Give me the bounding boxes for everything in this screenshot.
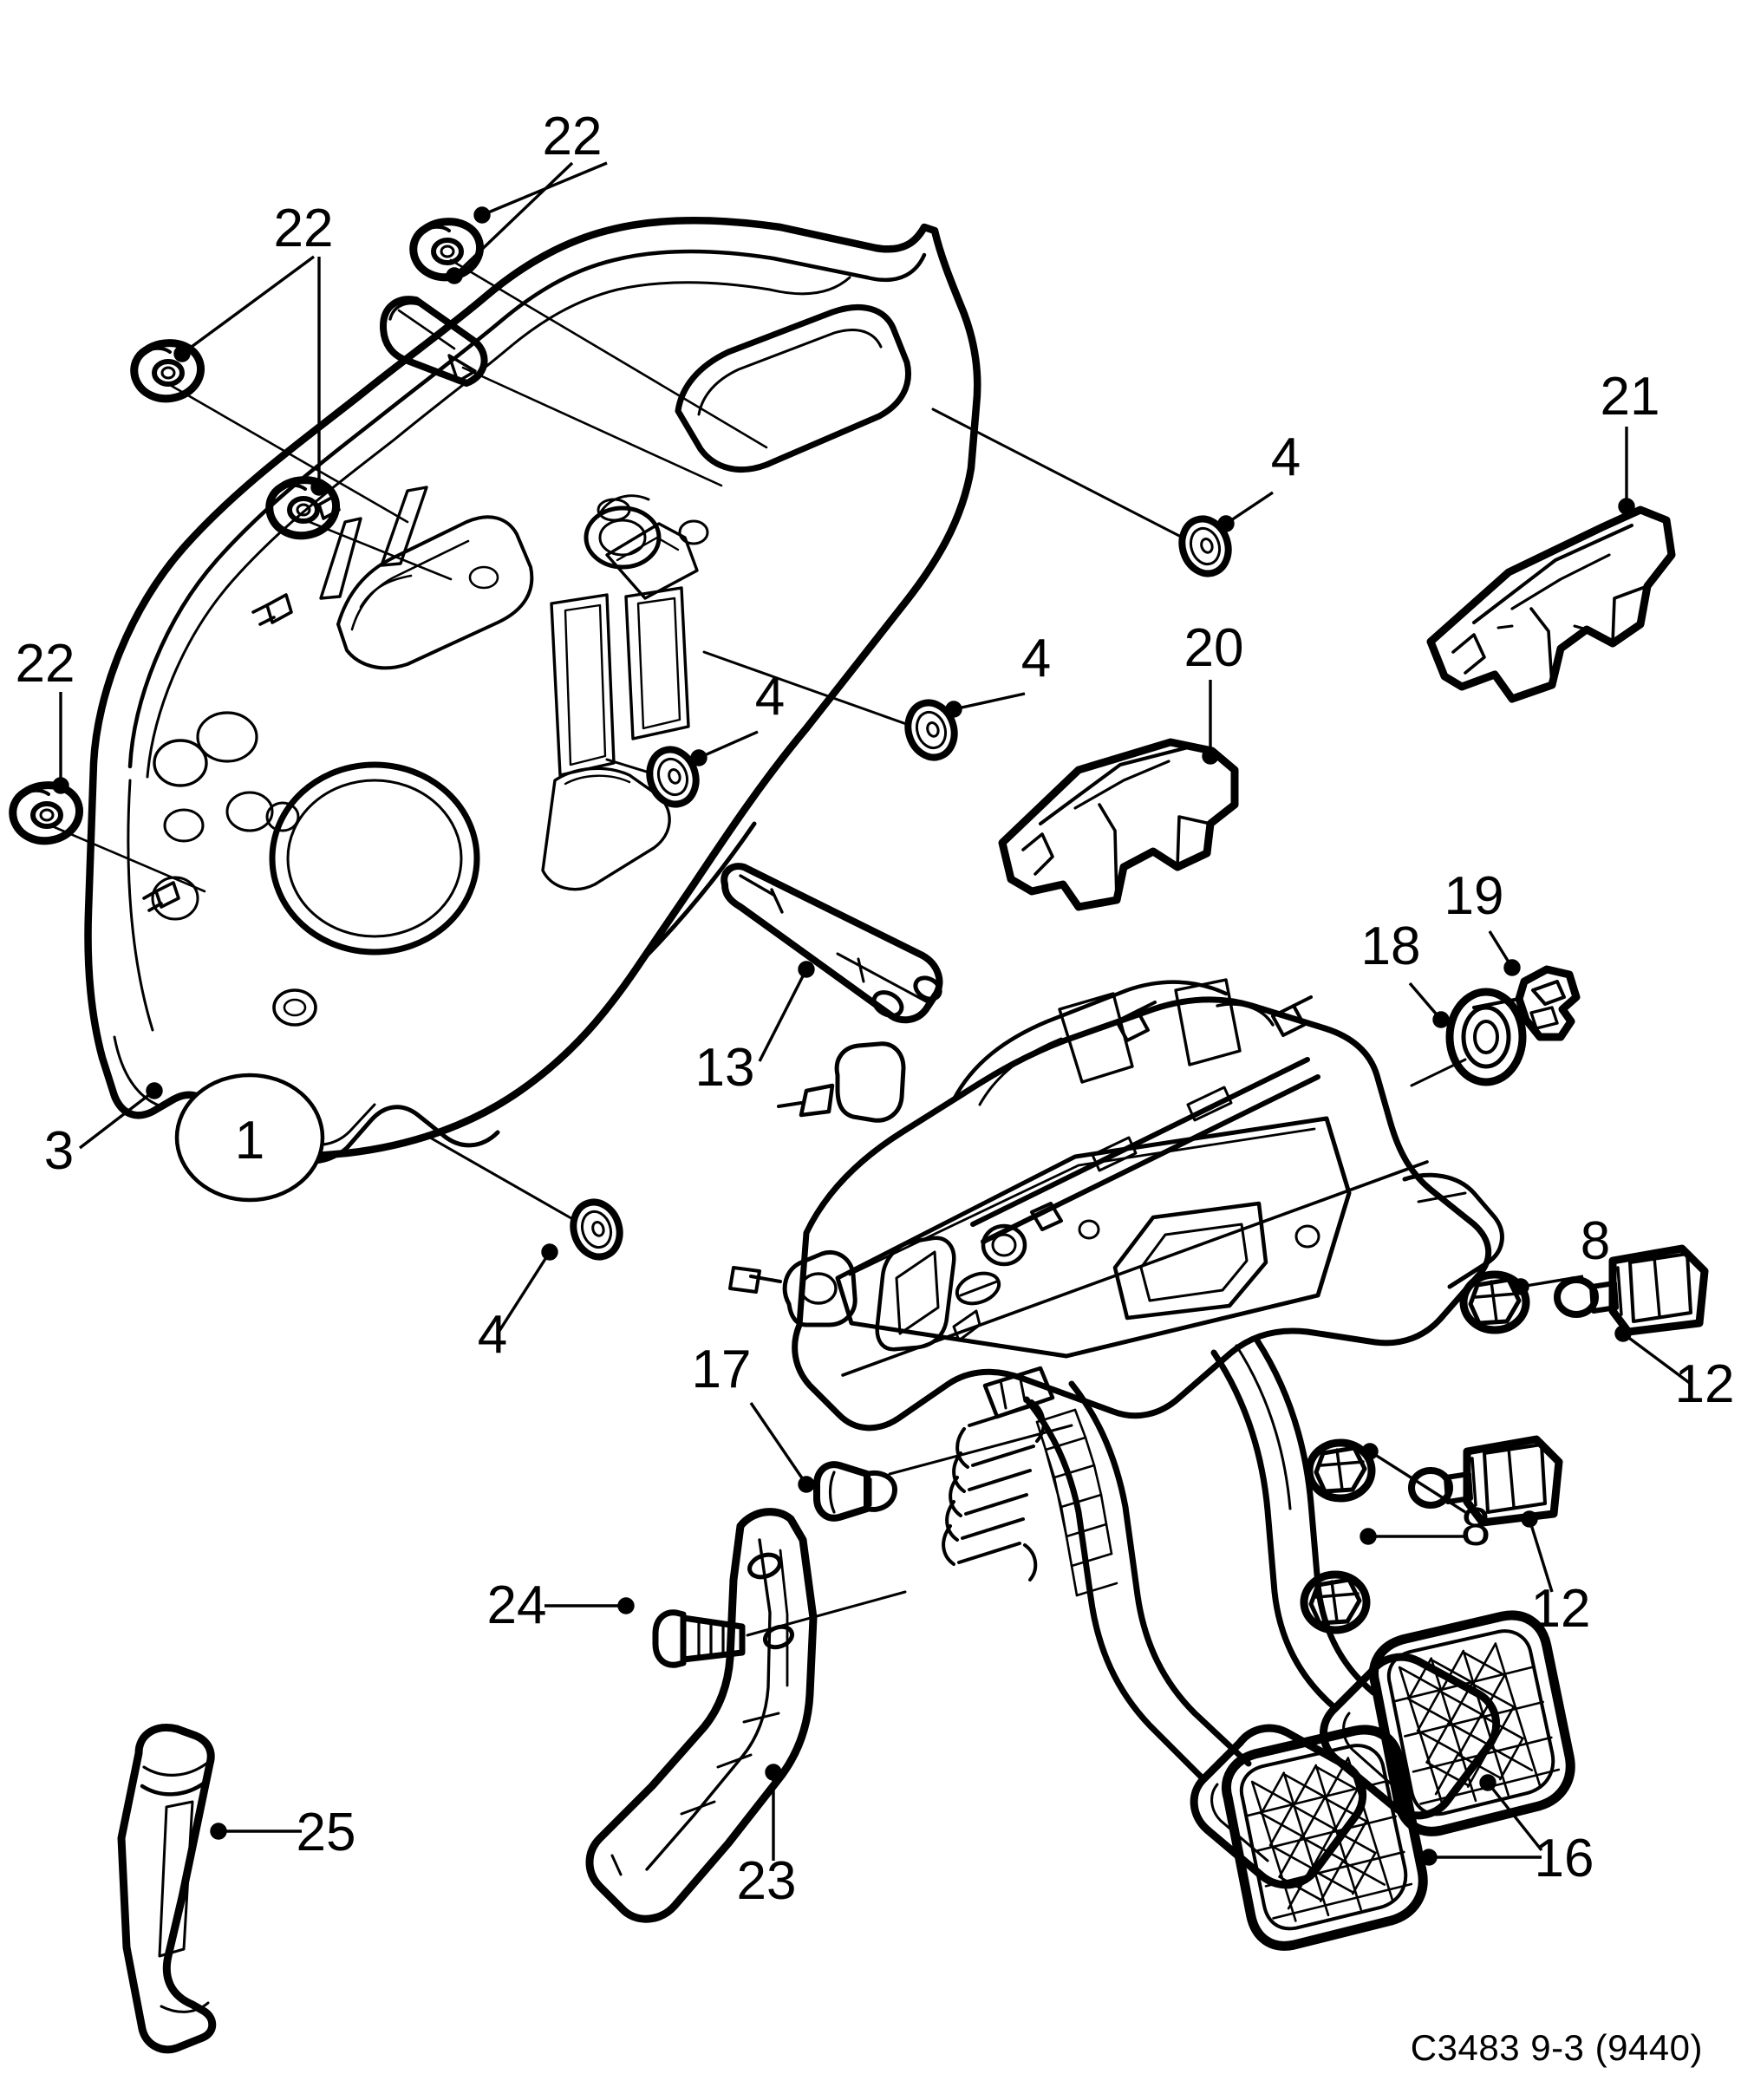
nuts [1300,1270,1530,1634]
callout-label-22b: 22 [543,107,603,166]
callout-label-17: 17 [692,1340,752,1399]
bolt-24 [652,1590,907,1668]
callout-label-4b: 4 [1021,629,1051,688]
callout-label-22c: 22 [16,634,75,694]
diagram-caption: C3483 9-3 (9440) [1410,2027,1703,2068]
callout-label-25: 25 [297,1803,356,1862]
callout-label-1: 1 [235,1111,264,1171]
callout-label-3: 3 [44,1121,74,1181]
callout-label-16: 16 [1535,1829,1594,1888]
callout-balloon-1: 1 [174,1073,325,1203]
callout-labels: 3 4 4 4 4 8 8 12 12 13 16 17 18 19 20 21… [16,107,1735,1911]
push-rod-clevis [721,863,943,1024]
pedal-pads-16 [1222,1610,1575,1951]
pedal-switches [1408,1244,1709,1527]
callout-label-23: 23 [737,1851,797,1911]
bushing-18 [1445,988,1527,1086]
callout-label-4c: 4 [755,667,785,727]
callout-label-24: 24 [487,1575,547,1635]
sleeve-pin [380,296,723,487]
callout-label-4d: 4 [478,1305,507,1365]
callout-label-18: 18 [1361,916,1421,976]
callout-label-12a: 12 [1675,1354,1735,1414]
dash-insulator-panel [84,216,981,1164]
callout-label-4a: 4 [1271,427,1301,487]
callout-label-21: 21 [1601,367,1660,427]
callout-label-22a: 22 [274,199,334,258]
callout-label-8b: 8 [1461,1497,1490,1557]
rubber-sleeve-25 [117,1724,217,2054]
bracket-20 [998,738,1239,911]
callout-label-8a: 8 [1581,1211,1610,1271]
callout-leaders [52,161,1692,1866]
retainer-clip-19 [1410,965,1581,1087]
footrest-23 [585,1508,818,1923]
washers [428,408,1232,1261]
callout-label-12b: 12 [1531,1579,1591,1639]
callout-label-19: 19 [1444,866,1504,926]
bracket-21 [1426,505,1676,703]
callout-label-13: 13 [695,1038,755,1098]
callout-label-20: 20 [1184,618,1244,678]
